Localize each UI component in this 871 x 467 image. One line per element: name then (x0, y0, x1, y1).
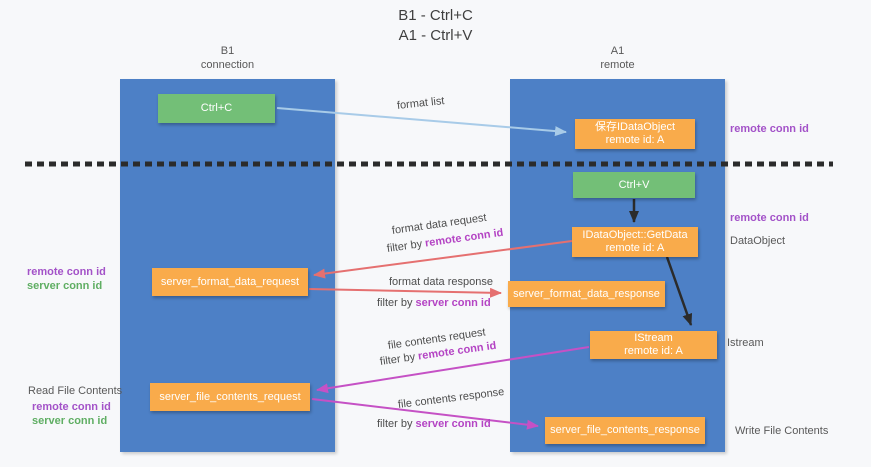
getdata-line2: remote id: A (605, 242, 665, 254)
read-file-contents-annotation: Read File Contents (28, 385, 123, 397)
filter-by-text: filter by (386, 237, 426, 255)
ctrl-c-box: Ctrl+C (158, 94, 275, 123)
remote-conn-id-annotation-left: remote conn id (27, 266, 106, 278)
istream-line2: remote id: A (624, 345, 683, 357)
server-file-contents-response-box: server_file_contents_response (545, 417, 705, 444)
filter-by-text: filter by (377, 418, 416, 430)
idataobject-getdata-box: IDataObject::GetData remote id: A (572, 227, 698, 257)
lane-header-b1: B1 connection (120, 44, 335, 72)
ctrl-v-box: Ctrl+V (573, 172, 695, 198)
server-file-contents-request-box: server_file_contents_request (150, 383, 310, 411)
istream-annotation: Istream (727, 337, 764, 349)
server-file-contents-response-label: server_file_contents_response (550, 424, 700, 436)
server-conn-id-annotation-left: server conn id (27, 280, 103, 292)
remote-conn-id-annotation-left-2: remote conn id (32, 401, 111, 413)
conn-id-annotation-left-mid: remote conn id server conn id (27, 265, 106, 293)
server-file-contents-request-label: server_file_contents_request (159, 390, 301, 403)
format-data-response-arrow (308, 287, 502, 298)
title-line-2: A1 - Ctrl+V (398, 27, 473, 44)
lane-a1-title: A1 (610, 45, 625, 57)
istream-line1: IStream (634, 332, 673, 344)
format-data-response-label: format data response (389, 276, 493, 288)
write-file-contents-annotation: Write File Contents (735, 425, 829, 437)
server-format-data-response-box: server_format_data_response (508, 281, 665, 307)
server-format-data-request-box: server_format_data_request (152, 268, 308, 296)
filter-by-text: filter by (379, 350, 419, 368)
save-idataobject-line1: 保存IDataObject (594, 121, 676, 133)
remote-conn-id-annotation-mid-right: remote conn id (730, 212, 809, 224)
lane-a1-subtitle: remote (600, 59, 635, 71)
filter-by-server-conn-id-label-2: filter by server conn id (377, 418, 491, 430)
server-conn-id-text: server conn id (415, 297, 491, 309)
filter-by-server-conn-id-label-1: filter by server conn id (377, 297, 491, 309)
server-conn-id-annotation-left-2: server conn id (32, 415, 108, 427)
getdata-line1: IDataObject::GetData (582, 229, 688, 241)
format-list-label: format list (396, 95, 446, 112)
server-format-data-response-label: server_format_data_response (513, 287, 660, 300)
ctrl-c-label: Ctrl+C (200, 102, 233, 114)
conn-id-annotation-left-bottom: remote conn id server conn id (32, 400, 111, 428)
lane-b1-subtitle: connection (200, 59, 255, 71)
diagram-title: B1 - Ctrl+C A1 - Ctrl+V (0, 6, 871, 46)
server-conn-id-text: server conn id (415, 418, 491, 430)
lane-b1-title: B1 (220, 45, 235, 57)
istream-box: IStream remote id: A (590, 331, 717, 359)
filter-by-text: filter by (377, 297, 416, 309)
dataobject-annotation: DataObject (730, 235, 786, 247)
server-format-data-request-label: server_format_data_request (160, 275, 300, 288)
title-line-1: B1 - Ctrl+C (398, 7, 473, 24)
ctrl-v-label: Ctrl+V (618, 178, 650, 191)
remote-conn-id-annotation-top-right: remote conn id (730, 123, 809, 135)
save-idataobject-box: 保存IDataObject remote id: A (575, 119, 695, 149)
file-contents-response-label: file contents response (397, 386, 505, 411)
save-idataobject-line2: remote id: A (605, 134, 665, 146)
lane-header-a1: A1 remote (510, 44, 725, 72)
